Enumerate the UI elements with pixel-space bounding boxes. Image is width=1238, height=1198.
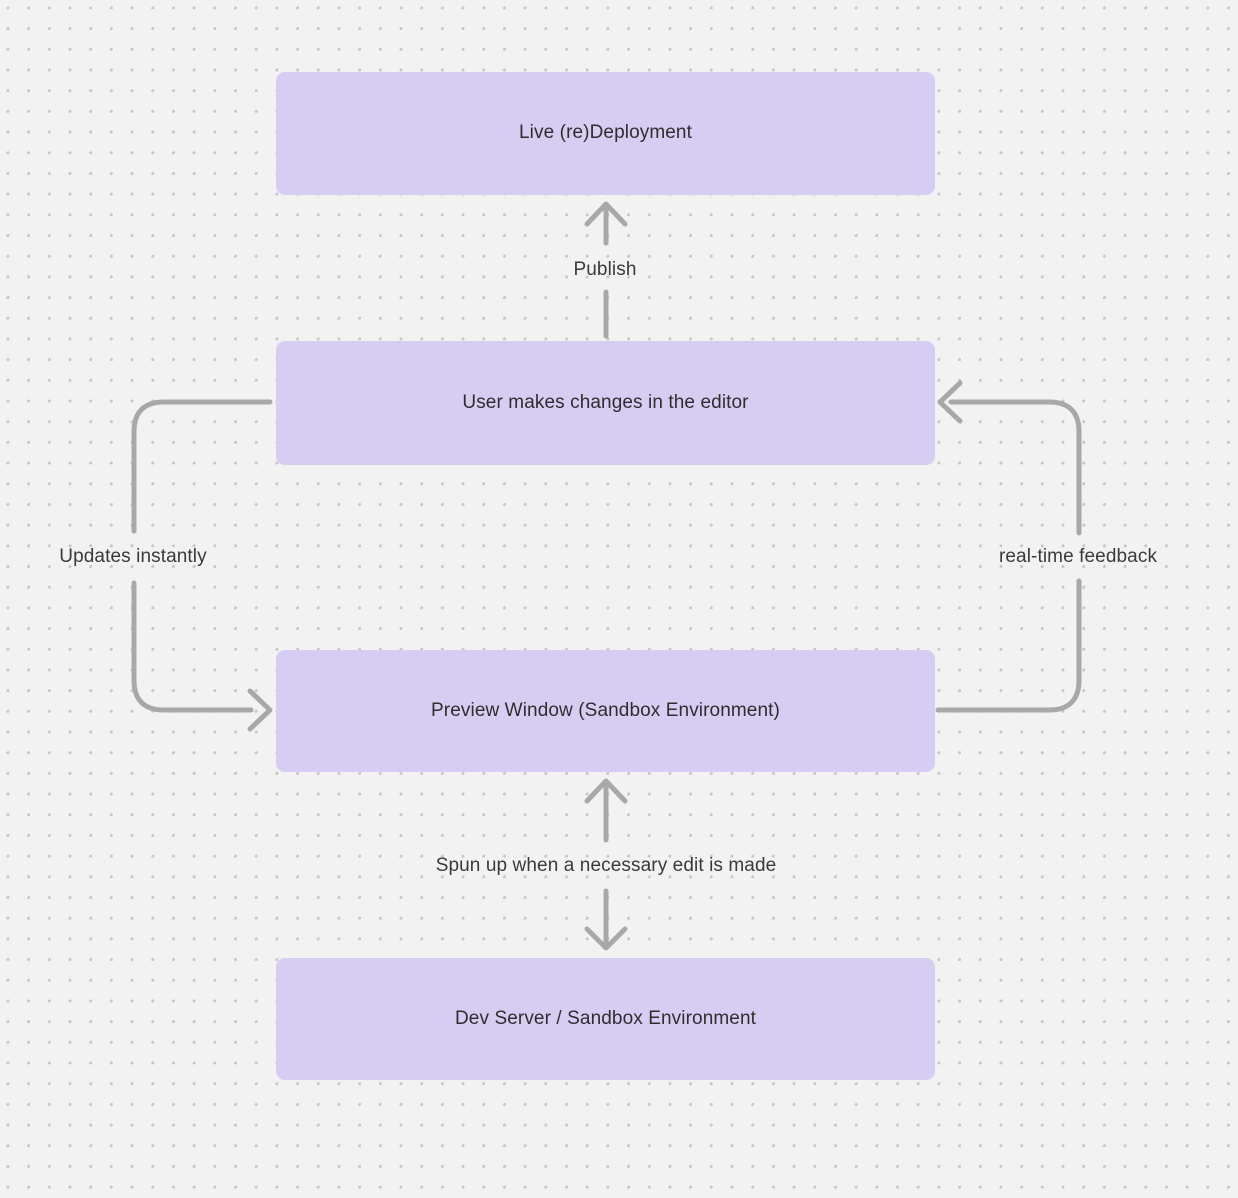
spun-up-arrow	[584, 778, 628, 843]
arrowhead-up-icon	[584, 201, 628, 227]
edge-label-publish: Publish	[573, 259, 637, 280]
arrowhead-left-icon	[937, 380, 963, 424]
arrowhead-up-icon	[584, 778, 628, 804]
node-label: Dev Server / Sandbox Environment	[454, 1007, 756, 1029]
node-label: Live (re)Deployment	[519, 122, 692, 144]
node-user-makes-changes: User makes changes in the editor	[276, 341, 935, 465]
arrowhead-down-icon	[584, 926, 628, 951]
arrowhead-right-icon	[247, 688, 273, 732]
edge-label-spun-up: Spun up when a necessary edit is made	[435, 855, 777, 876]
spun-down-arrow	[584, 888, 628, 951]
node-label: User makes changes in the editor	[462, 391, 749, 413]
edge-label-updates-instantly: Updates instantly	[59, 546, 207, 567]
edge-label-real-time-feedback: real-time feedback	[998, 546, 1158, 567]
node-label: Preview Window (Sandbox Environment)	[431, 699, 780, 721]
node-preview-window: Preview Window (Sandbox Environment)	[276, 650, 935, 772]
node-live-redeployment: Live (re)Deployment	[276, 72, 935, 195]
node-dev-server: Dev Server / Sandbox Environment	[276, 958, 935, 1080]
